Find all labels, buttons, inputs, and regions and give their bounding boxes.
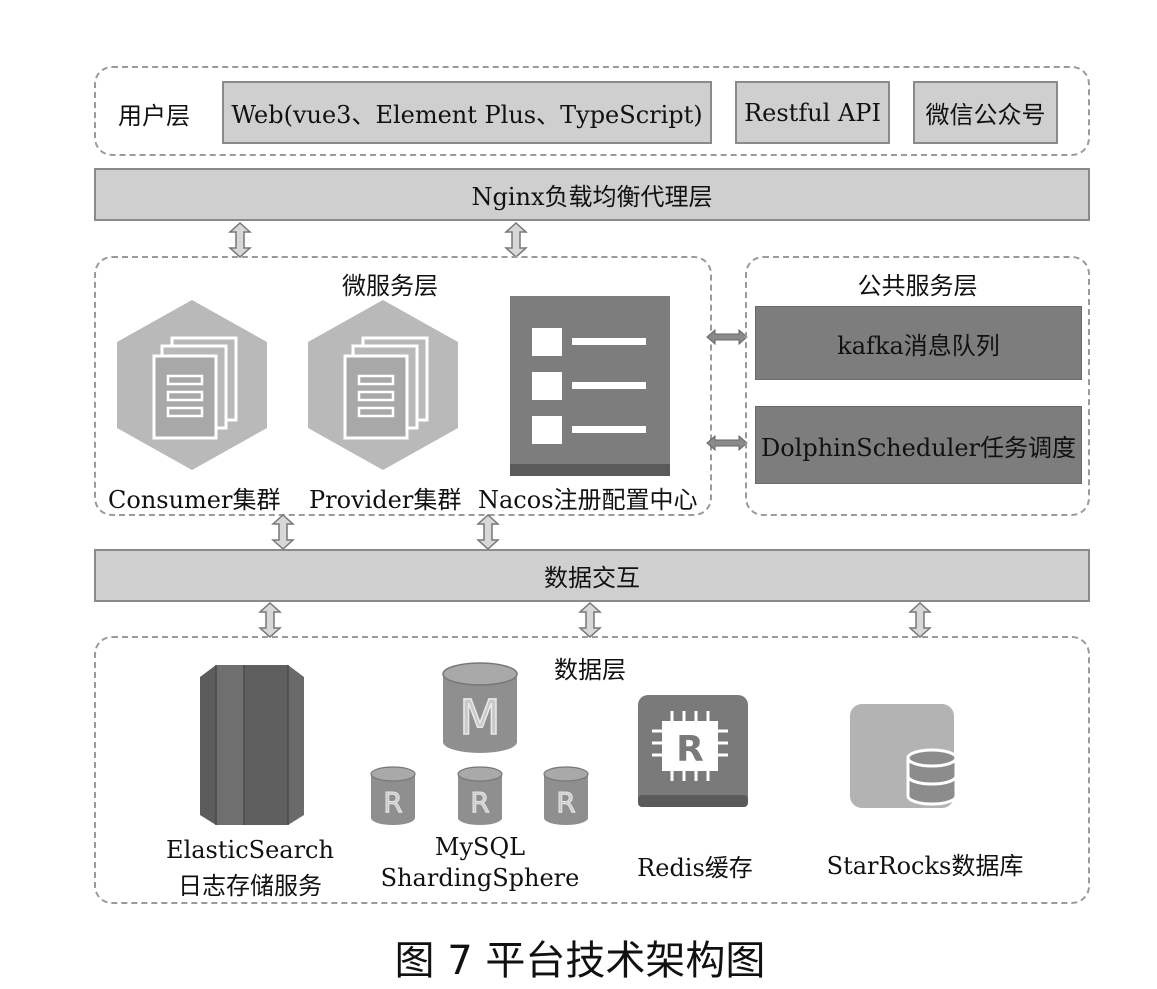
nacos-registry-label: Nacos注册配置中心: [478, 486, 698, 514]
elasticsearch-label-line1: ElasticSearch: [166, 836, 334, 864]
mysql-master-db-icon: M: [442, 662, 518, 753]
mysql-replica-db-icon: R: [543, 766, 589, 825]
data-layer-group: [94, 636, 1090, 904]
svg-text:R: R: [556, 786, 575, 819]
elasticsearch-server-icon: [200, 665, 304, 825]
dolphinscheduler-box: DolphinScheduler任务调度: [755, 406, 1082, 484]
double-arrow-icon: [908, 601, 932, 639]
kafka-queue-box: kafka消息队列: [755, 306, 1082, 380]
public-service-layer-group: [745, 256, 1090, 516]
double-arrow-icon: [706, 328, 748, 346]
svg-text:R: R: [383, 786, 402, 819]
redis-chip-icon: R: [638, 695, 748, 807]
provider-cluster-icon: [308, 300, 458, 470]
wechat-official-account-box: 微信公众号: [913, 81, 1058, 144]
mysql-label-line1: MySQL: [434, 833, 526, 861]
user-layer-title: 用户层: [118, 102, 190, 130]
provider-cluster-label: Provider集群: [309, 486, 462, 514]
figure-caption: 图 7 平台技术架构图: [394, 938, 766, 984]
svg-text:R: R: [676, 729, 704, 770]
redis-label: Redis缓存: [637, 854, 753, 882]
mysql-label-line2: ShardingSphere: [380, 864, 580, 892]
nginx-proxy-layer-bar: Nginx负载均衡代理层: [94, 168, 1090, 221]
svg-text:M: M: [459, 690, 500, 746]
data-layer-title: 数据层: [554, 656, 626, 684]
double-arrow-icon: [271, 513, 295, 551]
starrocks-db-icon: [850, 704, 958, 808]
mysql-replica-db-icon: R: [370, 766, 416, 825]
double-arrow-icon: [258, 601, 282, 639]
double-arrow-icon: [504, 221, 528, 259]
double-arrow-icon: [706, 434, 748, 452]
consumer-cluster-icon: [117, 300, 267, 470]
nacos-registry-icon: [510, 296, 670, 476]
web-box: Web(vue3、Element Plus、TypeScript): [222, 81, 712, 144]
microservice-layer-title: 微服务层: [342, 272, 438, 300]
consumer-cluster-label: Consumer集群: [108, 486, 281, 514]
mysql-replica-db-icon: R: [457, 766, 503, 825]
double-arrow-icon: [476, 513, 500, 551]
restful-api-box: Restful API: [735, 81, 890, 144]
microservice-layer-group: [94, 256, 712, 516]
elasticsearch-label-line2: 日志存储服务: [178, 872, 322, 900]
double-arrow-icon: [578, 601, 602, 639]
starrocks-label: StarRocks数据库: [826, 852, 1024, 880]
svg-text:R: R: [470, 786, 489, 819]
data-exchange-bar: 数据交互: [94, 549, 1090, 602]
double-arrow-icon: [228, 221, 252, 259]
user-layer-group: [94, 66, 1090, 156]
public-service-layer-title: 公共服务层: [857, 272, 978, 300]
